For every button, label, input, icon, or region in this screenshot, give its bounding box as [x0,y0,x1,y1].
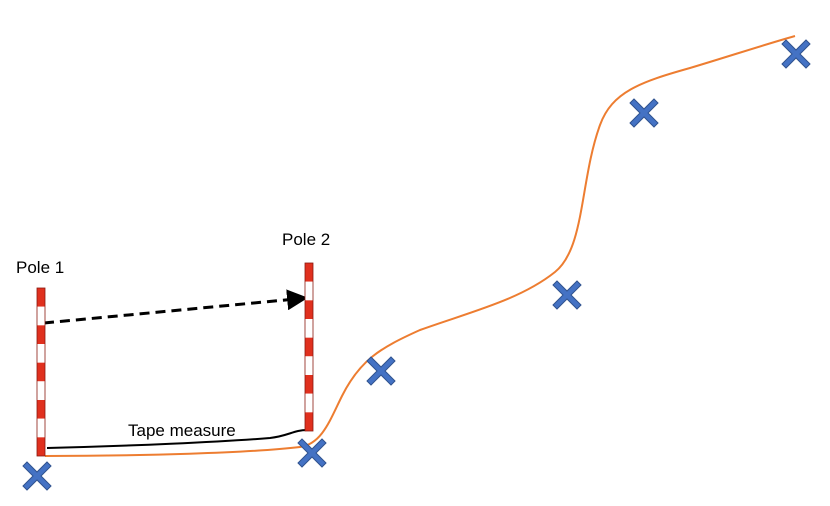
pole-1-label: Pole 1 [16,258,64,277]
pole-1-segment [37,400,45,419]
pole-2-segment [305,263,313,282]
pole-2 [304,262,314,432]
survey-point-6-marker [781,39,811,69]
pole-1-segment [37,306,45,326]
survey-point-2-marker [297,438,327,468]
survey-point-4-marker [552,280,582,310]
pole-2-segment [305,356,313,375]
pole-1-segment [37,381,45,400]
pole-2-segment [305,337,313,357]
pole-1-segment [37,418,45,438]
survey-point-5-marker [629,98,659,128]
tape-measure-label: Tape measure [128,421,236,440]
survey-point-3-marker [366,356,396,386]
ground-profile-line [44,35,796,457]
pole-2-segment [305,393,313,413]
pole-2-label: Pole 2 [282,230,330,249]
pole-2-segment [305,300,313,319]
survey-markers [22,39,811,491]
sight-line-arrow [43,289,309,325]
pole-1-segment [37,288,45,307]
pole-1-segment [37,325,45,344]
pole-2-outline [304,262,314,432]
pole-2-segment [305,281,313,301]
pole-1 [36,287,46,457]
pole-1-segment [37,437,45,456]
pole-1-segment [37,344,45,363]
pole-1-outline [36,287,46,457]
pole-1-segment [37,362,45,382]
pole-2-segment [305,375,313,394]
tape-measure-line [46,429,308,449]
pole-2-segment [305,319,313,338]
pole-2-segment [305,412,313,431]
survey-point-1-marker [22,461,52,491]
